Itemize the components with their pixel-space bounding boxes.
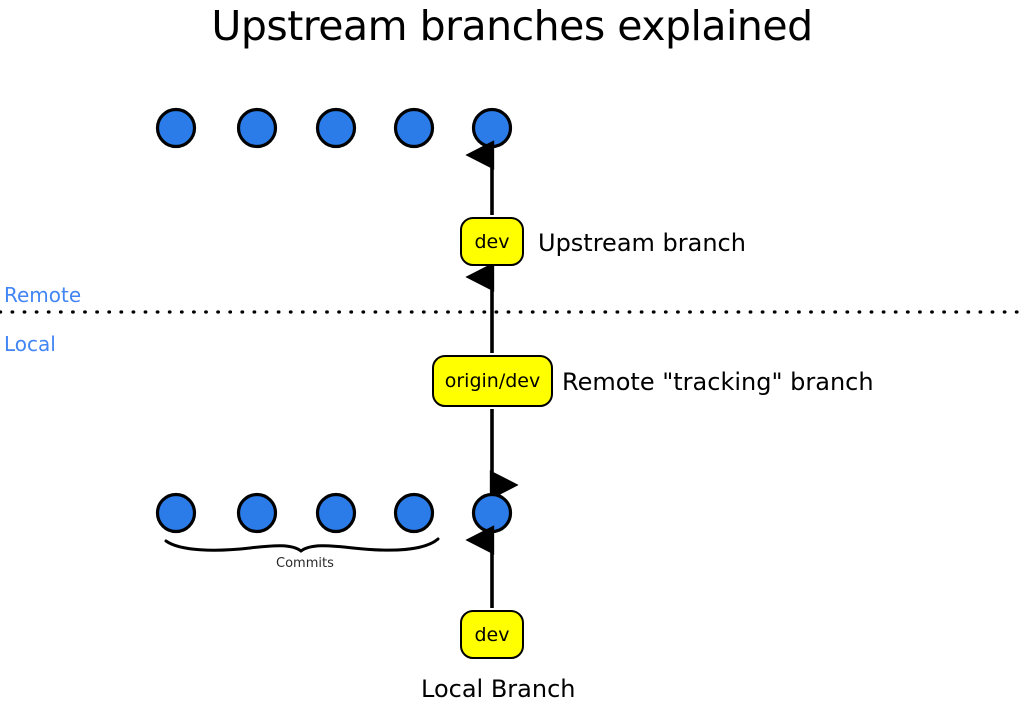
commit-node: [236, 492, 278, 534]
commits-brace: [164, 537, 440, 553]
tracking-branch-label: Remote "tracking" branch: [562, 368, 874, 396]
commits-brace-label: Commits: [276, 556, 334, 571]
zone-label-remote: Remote: [4, 283, 82, 307]
tracking-branch-node[interactable]: origin/dev: [432, 355, 553, 407]
page-title: Upstream branches explained: [211, 2, 813, 50]
commit-node: [315, 492, 357, 534]
commit-node: [155, 107, 197, 149]
local-branch-label: Local Branch: [421, 675, 576, 702]
upstream-branch-label: Upstream branch: [538, 229, 746, 257]
local-branch-node[interactable]: dev: [460, 610, 524, 659]
commit-node: [315, 107, 357, 149]
commit-node-head: [471, 492, 513, 534]
commit-node: [393, 492, 435, 534]
commit-node: [393, 107, 435, 149]
commit-node: [155, 492, 197, 534]
commit-node-head: [471, 107, 513, 149]
local-commit-row: [155, 492, 513, 534]
remote-commit-row: [155, 107, 513, 149]
commit-node: [236, 107, 278, 149]
upstream-branch-node[interactable]: dev: [460, 217, 524, 266]
zone-label-local: Local: [4, 332, 56, 356]
